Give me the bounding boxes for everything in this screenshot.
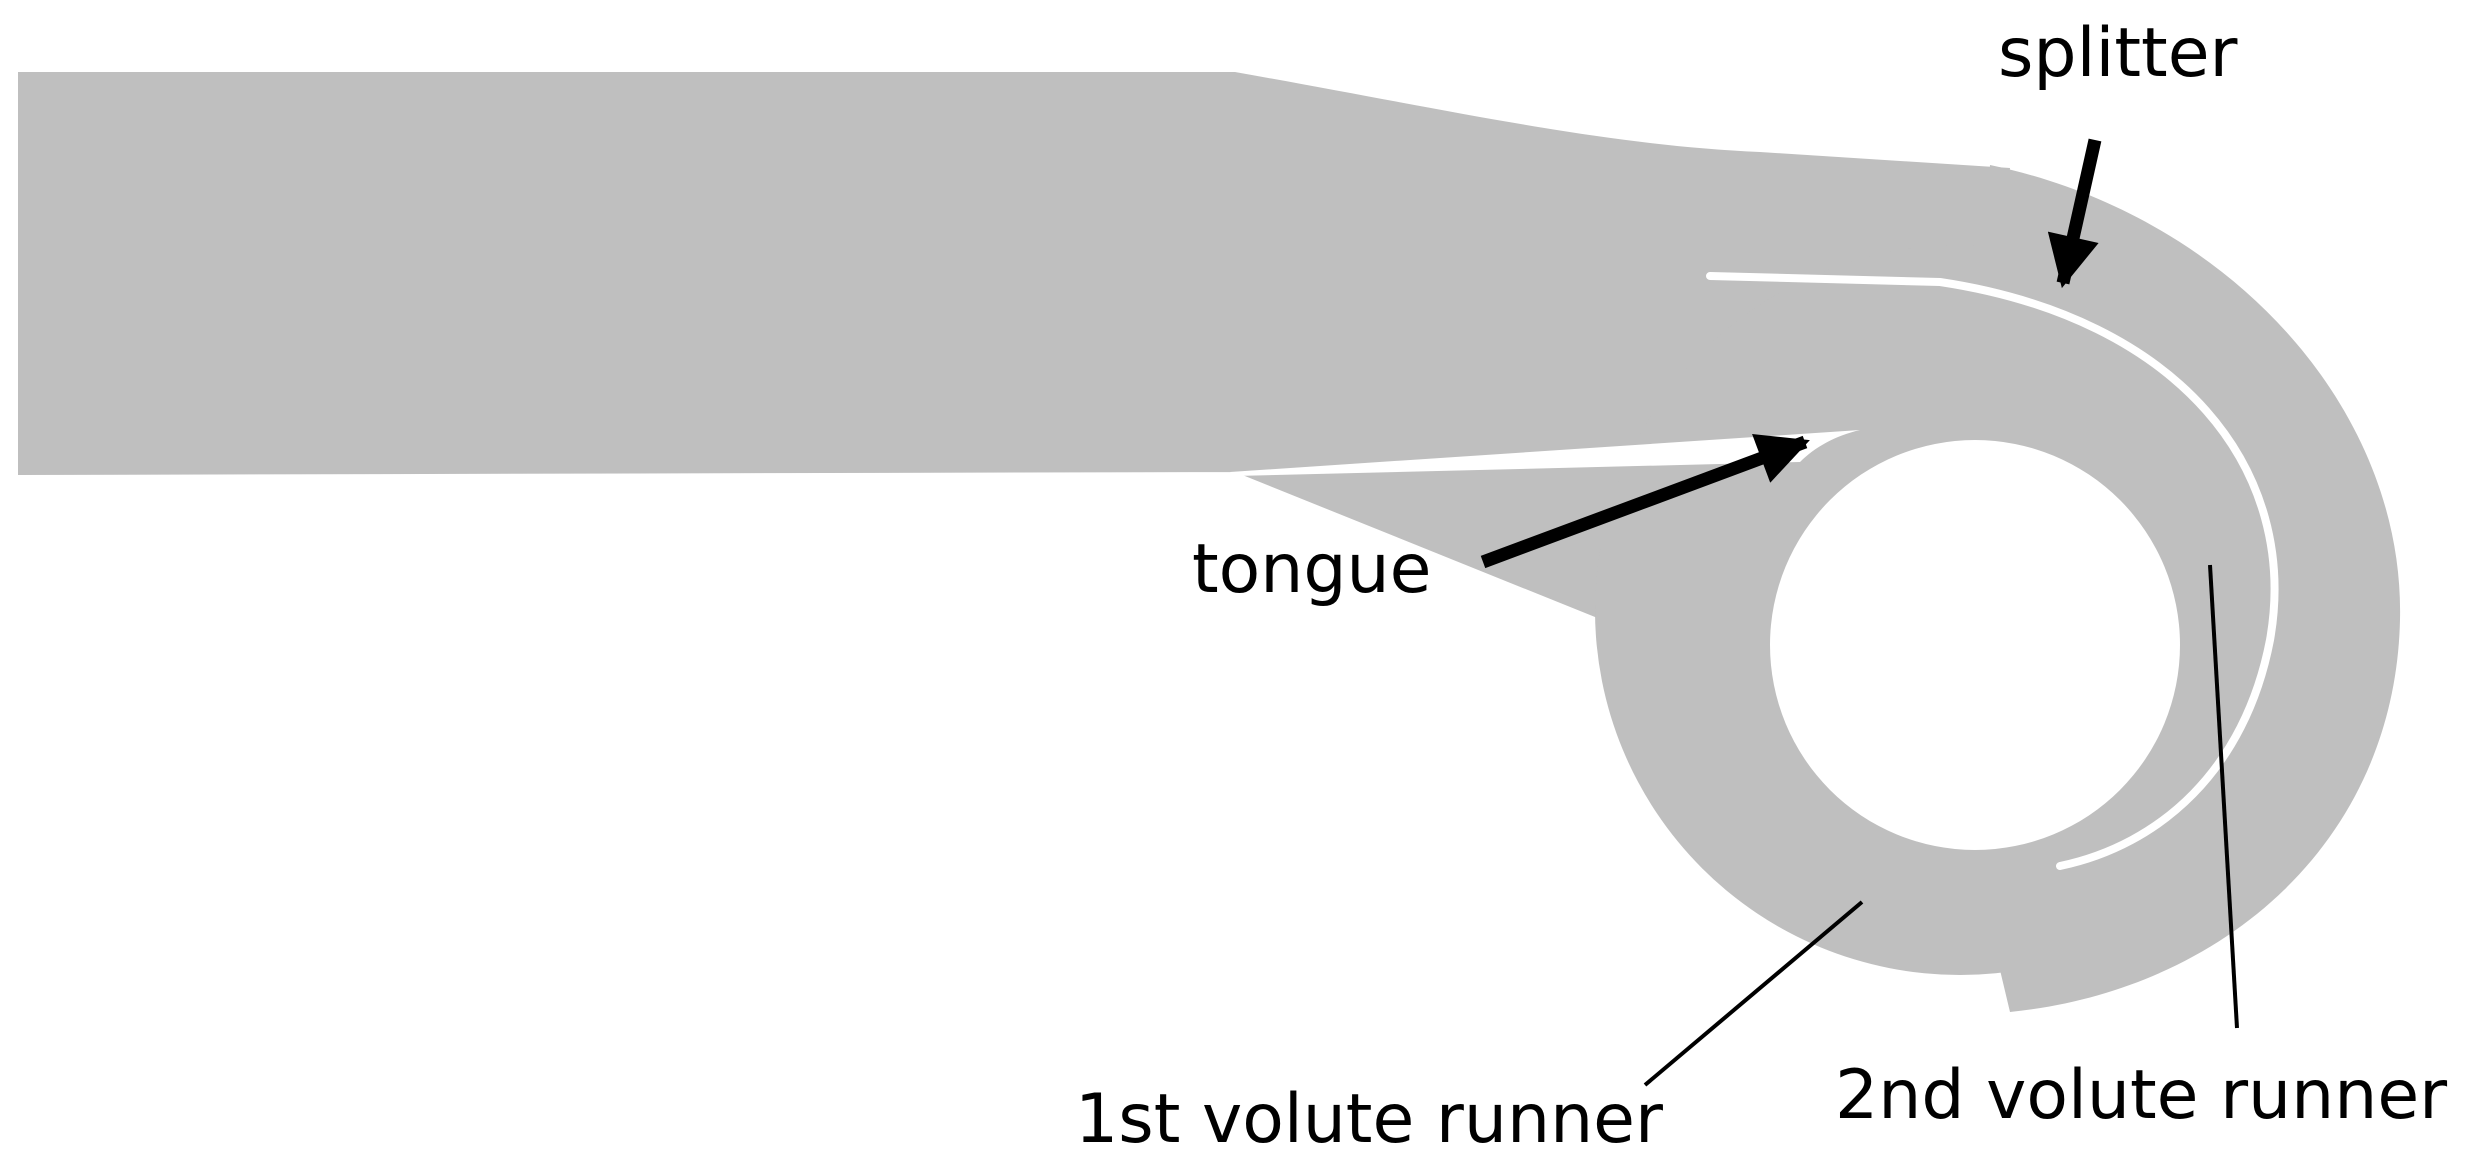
splitter-arrow	[2047, 138, 2102, 289]
impeller-eye	[1770, 440, 2180, 850]
outlet-duct	[18, 72, 2010, 760]
tongue-label: tongue	[1192, 530, 1431, 609]
splitter-slot	[1706, 272, 2279, 870]
second-runner-label: 2nd volute runner	[1835, 1056, 2447, 1135]
tongue-arrow	[1480, 433, 1810, 569]
splitter-label: splitter	[1998, 14, 2238, 93]
second-runner-leader	[2208, 564, 2239, 1029]
tongue-gap	[1230, 430, 1860, 476]
first-runner-label: 1st volute runner	[1075, 1080, 1663, 1158]
first-runner-leader	[1643, 900, 1864, 1087]
